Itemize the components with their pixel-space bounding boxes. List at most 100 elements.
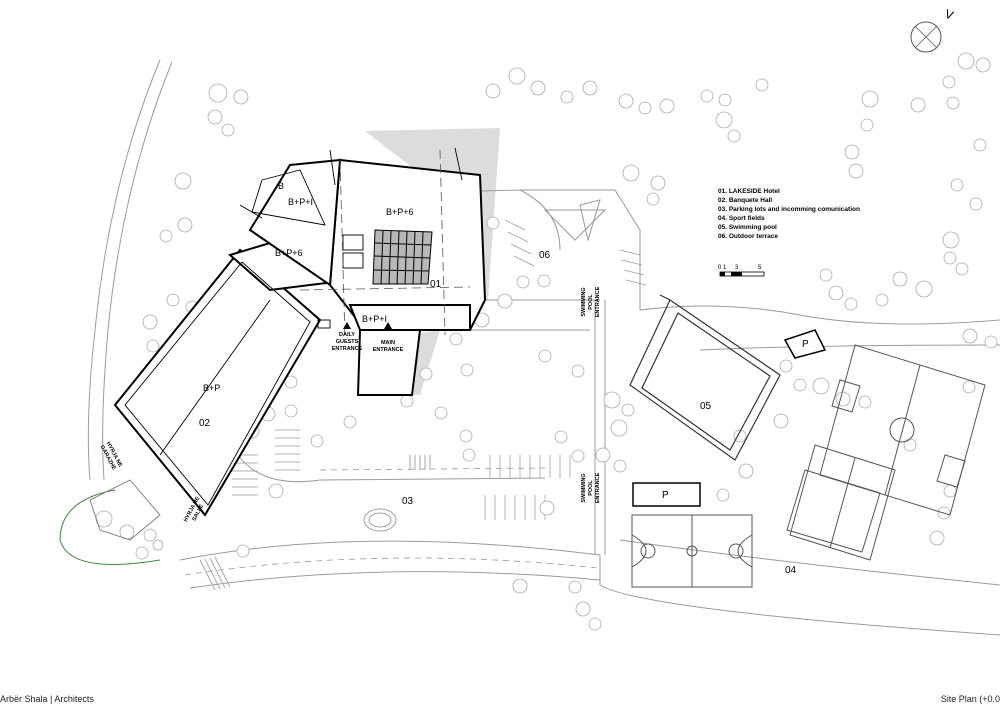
legend-item-01: 01. LAKESIDE Hotel (718, 188, 780, 195)
tree (485, 83, 501, 99)
north-letter: V (943, 7, 955, 23)
tree (903, 438, 917, 452)
zone-labels: 01 02 03 04 05 06 (199, 250, 797, 576)
zone-label-02: 02 (199, 418, 211, 429)
tree (738, 463, 754, 479)
tree (875, 293, 889, 307)
tree (146, 339, 160, 353)
parking-labels: P P (662, 339, 809, 501)
tree (462, 448, 476, 462)
tree (343, 415, 357, 429)
scale-tick-5: 5 (758, 265, 762, 271)
tree (460, 363, 474, 377)
pool-entrance-north-line-2: POOL (588, 294, 594, 310)
main-entrance-line-1: MAIN (381, 340, 395, 346)
tree (646, 192, 660, 206)
tree (236, 544, 250, 558)
swimming-pool-building (629, 294, 781, 461)
tree (727, 129, 741, 143)
legend-item-03: 03. Parking lots and incomming comunicat… (718, 206, 860, 213)
tree (942, 231, 960, 249)
tree (310, 434, 324, 448)
parking-structures (632, 329, 827, 507)
floor-label-bp6-main: B+P+6 (386, 207, 414, 217)
tree (166, 293, 180, 307)
parking-label-east: P (802, 339, 809, 350)
floor-label-bp: B+P (203, 383, 220, 393)
pool-entrance-south-line-2: POOL (588, 480, 594, 496)
tree (560, 90, 574, 104)
tree (844, 297, 858, 311)
legend-item-02: 02. Banquete Hall (718, 197, 772, 204)
tree (221, 123, 235, 137)
main-entrance-line-2: ENTRANCE (373, 347, 404, 353)
tree (400, 394, 414, 408)
basketball-courts (631, 514, 753, 588)
hotel-building-inner-lines (124, 147, 463, 506)
tree (512, 578, 528, 594)
tree (143, 528, 157, 542)
tree (700, 89, 714, 103)
legend: 01. LAKESIDE Hotel 02. Banquete Hall 03.… (718, 188, 860, 240)
legend-item-05: 05. Swimming pool (718, 224, 777, 231)
floor-label-bp1-lower: B+P+I (362, 314, 387, 324)
parking-label-south: P (662, 490, 669, 501)
tree (910, 97, 926, 113)
tree (622, 164, 640, 182)
north-arrow: V (910, 7, 955, 53)
tree (733, 429, 747, 443)
tree (603, 391, 621, 409)
daily-entrance-line-2: GUESTS (336, 339, 359, 345)
tree (950, 178, 964, 192)
tree (861, 90, 879, 108)
pool-entrance-north-line-3: ENTRANCE (595, 286, 601, 317)
tree (946, 96, 960, 110)
tree (779, 359, 793, 373)
tree (207, 109, 223, 125)
zone-label-01: 01 (430, 279, 442, 290)
tree (848, 163, 864, 179)
scale-bar: 0 1 3 5 (718, 265, 765, 277)
tree (268, 483, 284, 499)
tree (835, 391, 851, 407)
landscape-edge (59, 489, 161, 565)
tree (538, 349, 552, 363)
lane-dashes (184, 467, 599, 576)
tree (915, 280, 933, 298)
tree (419, 367, 433, 381)
tree (943, 251, 957, 265)
tree (613, 459, 627, 473)
tree (233, 89, 249, 105)
daily-entrance-line-1: DAILY (339, 332, 355, 338)
tree (962, 328, 978, 344)
tree (659, 98, 675, 114)
zone-label-06: 06 (539, 250, 551, 261)
tree (969, 197, 983, 211)
roundabout-island (363, 508, 397, 532)
tree (459, 429, 473, 443)
floor-label-bp6-wing: B+P+6 (275, 248, 303, 258)
tree (177, 217, 193, 233)
tree (973, 138, 987, 152)
pool-entrance-south-line-3: ENTRANCE (595, 472, 601, 503)
tree (844, 144, 860, 160)
tree (716, 488, 730, 502)
tree (568, 580, 582, 594)
tree (530, 80, 546, 96)
tree (621, 403, 635, 417)
daily-entrance-line-3: ENTRANCE (332, 346, 363, 352)
tree (434, 406, 448, 420)
tree (955, 262, 969, 276)
tree (571, 449, 585, 463)
tree (571, 364, 585, 378)
pool-entrance-south-line-1: SWIMMING (581, 473, 587, 502)
pool-entrance-north-line-1: SWIMMING (581, 287, 587, 316)
tree (284, 375, 298, 389)
zone-label-04: 04 (785, 565, 797, 576)
footer-sheet-title: Site Plan (+0.0 (940, 694, 1000, 704)
tree (582, 80, 598, 96)
tree (516, 275, 530, 289)
tree (208, 83, 228, 103)
tree (497, 293, 513, 309)
